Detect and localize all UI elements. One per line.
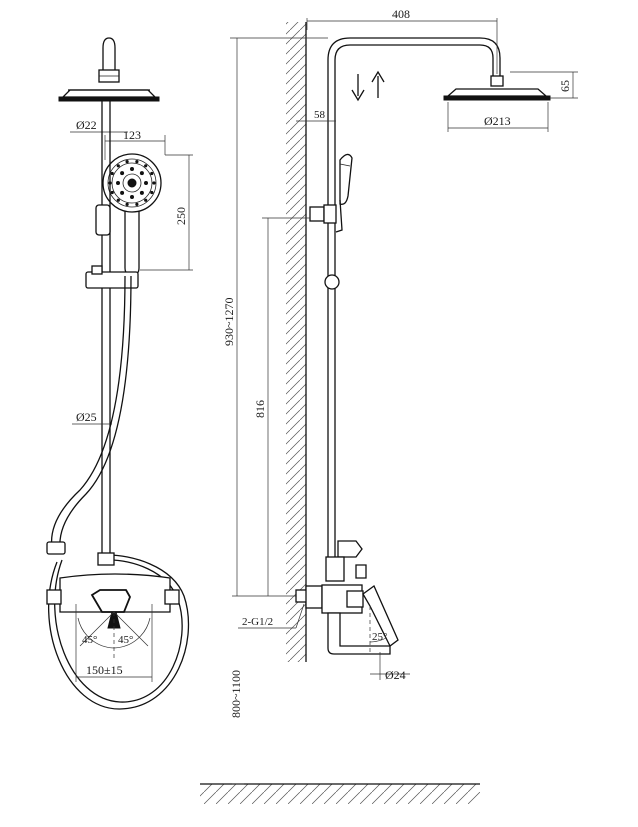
mount-height-label: 800~1100 — [229, 670, 243, 718]
nozzle-dot — [110, 171, 114, 176]
side-head-diameter-dim: Ø213 — [447, 102, 549, 132]
nozzle-dot — [116, 181, 120, 185]
side-view: 408 65 Ø213 58 — [200, 7, 578, 804]
nozzle-dot — [116, 164, 120, 168]
side-inlet-thread-dim: 2-G1/2 — [232, 595, 320, 629]
rail-diameter-label: Ø25 — [76, 410, 97, 424]
side-hand-shower — [309, 153, 353, 290]
nozzle-dot — [120, 171, 125, 176]
side-riser-pipe — [327, 37, 501, 560]
floor — [200, 783, 480, 804]
front-handle-angle-dim: 45° 45° — [77, 611, 151, 660]
side-rain-head — [443, 75, 551, 101]
nozzle-dot — [144, 198, 148, 202]
spout-diameter-label: Ø24 — [385, 668, 406, 682]
height-range-label: 930~1270 — [222, 298, 236, 347]
nozzle-dot — [139, 171, 144, 176]
side-spout-diameter-dim: Ø24 — [370, 652, 410, 682]
nozzle-dot — [120, 190, 125, 195]
side-overall-width-dim: 408 — [306, 7, 498, 74]
inlet-height-label: 816 — [253, 400, 267, 418]
nozzle-dot — [125, 202, 129, 206]
front-handset-offset-dim: 123 — [104, 128, 166, 160]
nozzle-dot — [144, 164, 148, 168]
side-mount-height-dim: 800~1100 — [229, 670, 243, 718]
front-mixer-valve — [46, 552, 180, 629]
flow-direction-arrows — [351, 70, 385, 102]
nozzle-dot — [125, 160, 129, 164]
spout-angle-label: 25° — [372, 631, 387, 643]
front-hand-shower — [102, 153, 162, 276]
head-height-label: 65 — [558, 80, 572, 92]
front-handset-length-dim: 250 — [140, 154, 193, 271]
side-inlet-height-dim: 816 — [253, 217, 310, 596]
nozzle-dot — [152, 181, 156, 185]
side-spout-angle-dim: 25° — [369, 606, 387, 652]
nozzle-dot — [110, 190, 114, 195]
handle-angle-right-label: 45° — [118, 634, 133, 646]
overall-width-label: 408 — [392, 7, 410, 21]
wall — [286, 22, 307, 662]
handset-offset-label: 123 — [123, 128, 141, 142]
side-height-range-dim: 930~1270 — [222, 37, 328, 596]
front-top-pipe — [98, 37, 120, 83]
side-mixer-valve — [295, 540, 399, 655]
inlet-thread-label: 2-G1/2 — [242, 616, 273, 628]
front-view: Ø22 123 250 — [46, 37, 193, 710]
nozzle-dot — [139, 190, 144, 195]
front-hose — [46, 275, 190, 710]
handle-angle-left-label: 45° — [82, 634, 97, 646]
front-rail-diameter-dim: Ø25 — [72, 410, 112, 425]
nozzle-dot — [144, 181, 148, 185]
nozzle-dot — [135, 202, 139, 206]
front-inlet-spacing-dim: 150±15 — [75, 604, 153, 682]
nozzle-dot — [130, 167, 134, 171]
nozzle-dot — [135, 160, 139, 164]
arm-offset-label: 58 — [314, 109, 326, 121]
side-arm-offset-dim: 58 — [296, 109, 336, 122]
head-diameter-label: Ø213 — [484, 114, 511, 128]
nozzle-dot — [150, 171, 154, 176]
nozzle-dot — [130, 195, 134, 199]
nozzle-dot — [116, 198, 120, 202]
inlet-spacing-label: 150±15 — [86, 663, 123, 677]
nozzle-dot — [150, 190, 154, 195]
handset-length-label: 250 — [174, 207, 188, 225]
side-head-height-dim: 65 — [510, 71, 578, 99]
front-pipe-diameter-dim: Ø22 — [70, 118, 128, 133]
pipe-diameter-top-label: Ø22 — [76, 118, 97, 132]
front-rain-head — [58, 89, 160, 102]
